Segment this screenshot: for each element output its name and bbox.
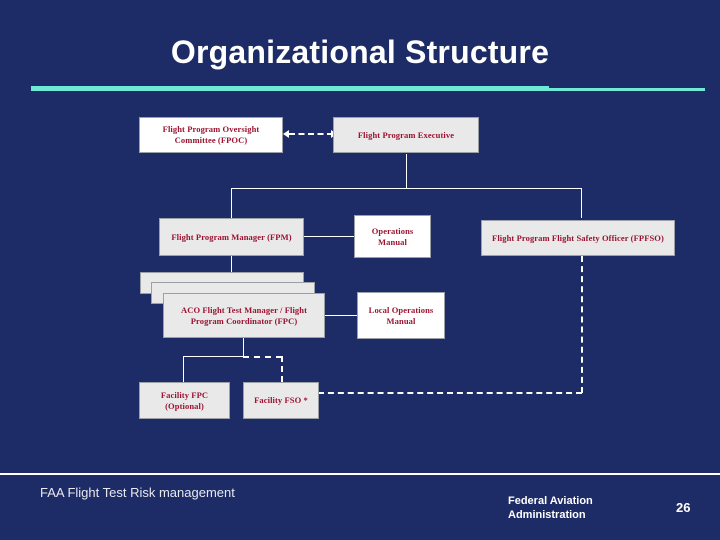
footer-agency-line2: Administration (508, 508, 586, 521)
node-flight-program-executive[interactable]: Flight Program Executive (333, 117, 479, 153)
connector-fpm-to-operations-manual (304, 236, 354, 237)
node-fpc[interactable]: ACO Flight Test Manager / Flight Program… (163, 293, 325, 338)
connector-fpc-branch-left (183, 356, 244, 357)
connector-row2-bus (231, 188, 582, 189)
connector-executive-down (406, 154, 407, 189)
page-title: Organizational Structure (170, 34, 550, 70)
connector-fpc-down (243, 338, 244, 357)
connector-to-facility-fpc (183, 356, 184, 382)
connector-fpoc-executive-dashed (289, 133, 333, 135)
connector-to-facility-fso-dashed (281, 356, 283, 382)
arrow-left-icon (283, 130, 289, 138)
title-underline-thick (31, 86, 549, 91)
title-underline-thin (549, 88, 705, 91)
node-facility-fpc[interactable]: Facility FPC (Optional) (139, 382, 230, 419)
node-operations-manual[interactable]: Operations Manual (354, 215, 431, 258)
node-fpfso[interactable]: Flight Program Flight Safety Officer (FP… (481, 220, 675, 256)
connector-fpc-branch-right-dashed (243, 356, 282, 358)
node-fpoc[interactable]: Flight Program Oversight Committee (FPOC… (139, 117, 283, 153)
connector-bus-to-fpfso (581, 188, 582, 218)
footer-divider (0, 473, 720, 475)
footer-left-text: FAA Flight Test Risk management (40, 485, 235, 500)
page-number: 26 (676, 500, 691, 515)
footer-agency: Federal Aviation Administration (508, 495, 593, 523)
node-fpm[interactable]: Flight Program Manager (FPM) (159, 218, 304, 256)
node-facility-fso[interactable]: Facility FSO * (243, 382, 319, 419)
footer-agency-line1: Federal Aviation (508, 495, 593, 507)
connector-fpfso-down-dashed (581, 256, 583, 393)
node-local-operations-manual[interactable]: Local Operations Manual (357, 292, 445, 339)
connector-fpc-to-local-operations-manual (325, 315, 357, 316)
connector-fpfso-to-facility-fso-dashed (318, 392, 582, 394)
connector-bus-to-fpm (231, 188, 232, 218)
